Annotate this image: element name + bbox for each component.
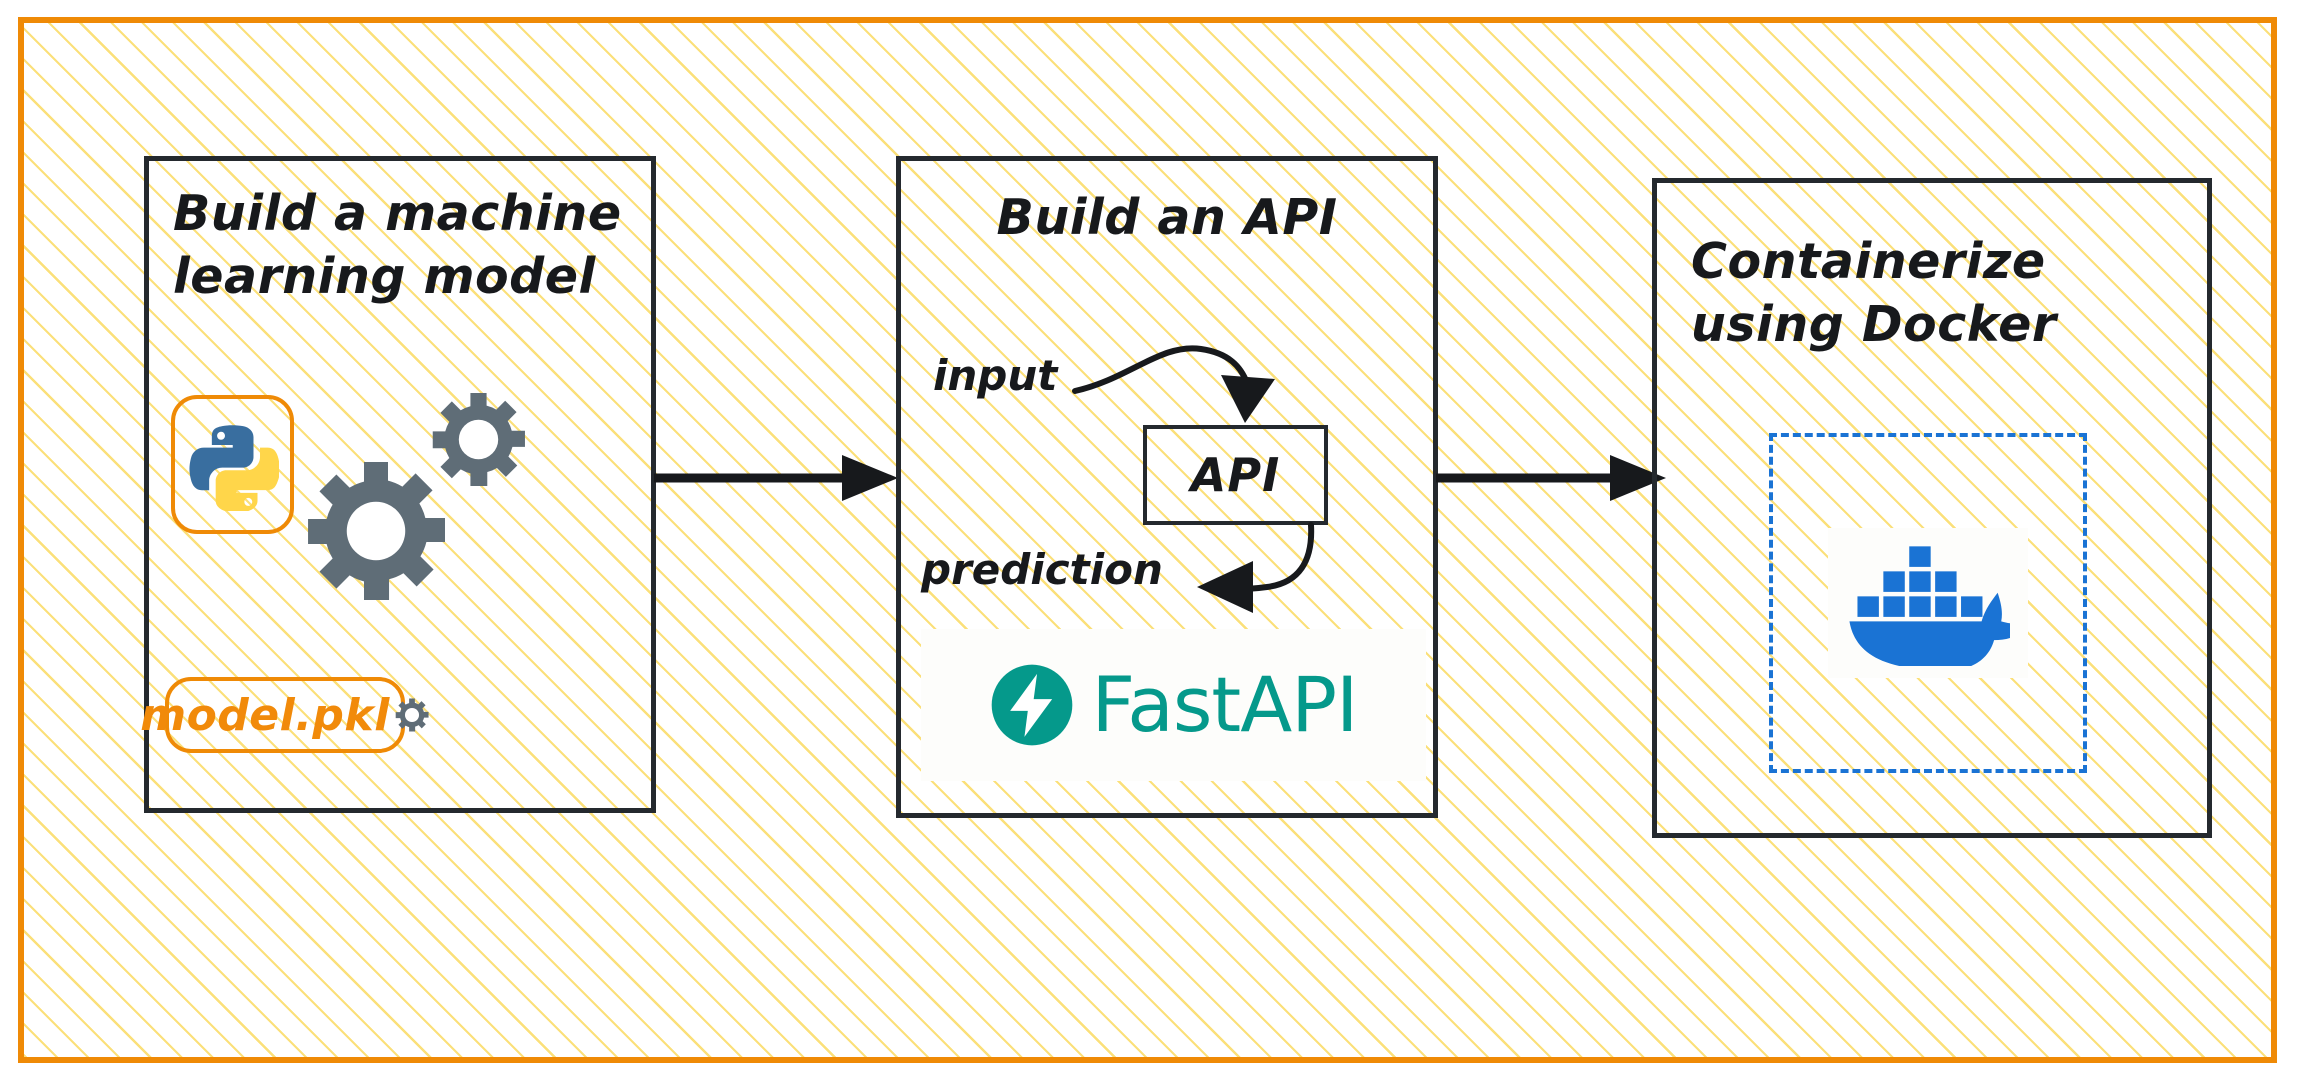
panel-containerize[interactable]: Containerize using Docker [1652,178,2212,838]
docker-logo-icon [1846,541,2010,666]
arrow-api-to-docker [1436,448,1671,508]
gear-icon [394,697,430,733]
model-file-label: model.pkl [140,689,390,741]
fastapi-bolt-icon [990,663,1074,747]
fastapi-wordmark: FastAPI [1091,660,1359,749]
panel-build-api[interactable]: Build an API input API prediction [896,156,1438,818]
panel-build-model-title: Build a machine learning model [173,185,622,305]
panel-build-model[interactable]: Build a machine learning model [140,156,656,813]
diagram-outer-frame: Build a machine learning model [18,17,2277,1063]
panel-build-api-title: Build an API [996,189,1338,246]
arrow-model-to-api [654,448,904,508]
arrow-input-to-api [1069,309,1299,439]
api-input-label: input [933,351,1058,400]
fastapi-logo: FastAPI [921,629,1426,781]
gear-small-icon [428,389,529,490]
docker-logo-plate [1828,528,2028,678]
python-logo-container [171,395,294,534]
api-prediction-label: prediction [921,545,1163,594]
api-inner-box-label: API [1190,448,1281,502]
gear-large-icon [301,456,451,606]
model-file-badge[interactable]: model.pkl [140,677,429,753]
docker-dashed-container [1769,433,2087,773]
api-inner-box[interactable]: API [1143,425,1328,525]
panel-containerize-title: Containerize using Docker [1691,233,2057,353]
python-logo-icon [187,419,279,511]
arrow-api-to-prediction [1149,521,1349,641]
